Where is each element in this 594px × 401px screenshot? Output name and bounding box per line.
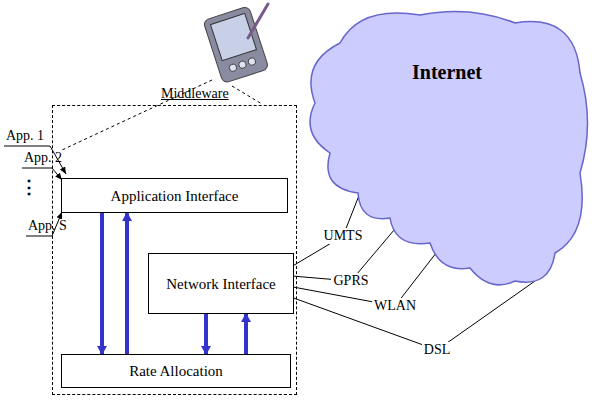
app-label: App. 2 — [24, 150, 62, 166]
flow-arrow — [100, 213, 104, 354]
box-label: Application Interface — [111, 187, 239, 205]
box-label: Network Interface — [166, 275, 276, 293]
cloud-shape — [300, 3, 590, 291]
process-box: Network Interface — [148, 253, 294, 314]
group-title: Middleware — [161, 86, 229, 102]
dashed-leader — [232, 86, 262, 104]
app-label: App. 1 — [6, 128, 44, 144]
network-link — [294, 281, 535, 350]
flow-arrow — [244, 314, 248, 354]
network-link — [294, 248, 440, 306]
stylus — [248, 4, 268, 38]
process-box: Rate Allocation — [61, 354, 291, 388]
link-label: DSL — [422, 342, 452, 358]
cloud-title: Internet — [412, 61, 482, 84]
link-label: WLAN — [372, 298, 418, 314]
middleware-group: MiddlewareApplication InterfaceNetwork I… — [52, 105, 297, 395]
internet-cloud: Internet — [300, 3, 590, 291]
link-label: UMTS — [322, 228, 365, 244]
ellipsis-mark: ⋮ — [20, 176, 38, 198]
app-leader — [4, 146, 66, 174]
box-label: Rate Allocation — [129, 362, 223, 380]
flow-arrow — [125, 213, 129, 354]
link-label: GPRS — [331, 273, 370, 289]
process-box: Application Interface — [61, 178, 288, 213]
app-label: App. S — [28, 218, 67, 234]
flow-arrow — [204, 314, 208, 354]
